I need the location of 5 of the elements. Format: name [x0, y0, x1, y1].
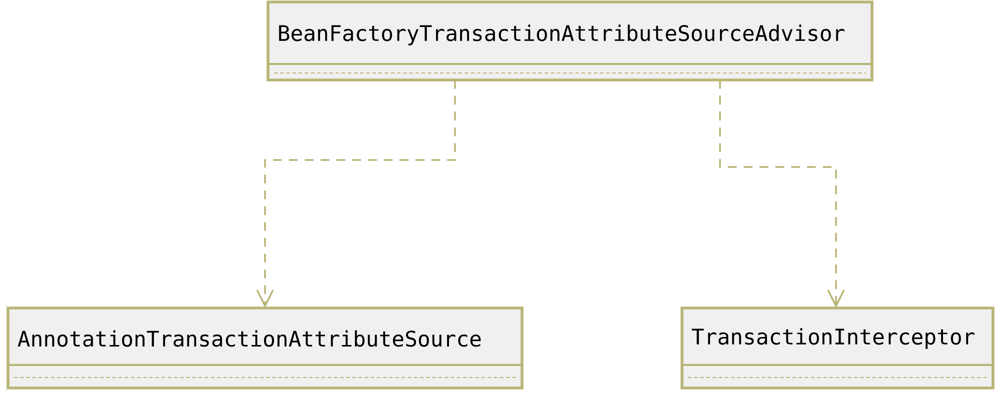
dependency-arrow — [256, 80, 456, 308]
class-box: AnnotationTransactionAttributeSource — [6, 306, 524, 390]
class-box: BeanFactoryTransactionAttributeSourceAdvisor — [266, 0, 874, 82]
class-box: TransactionInterceptor — [680, 306, 994, 390]
dependency-arrow — [719, 80, 845, 308]
